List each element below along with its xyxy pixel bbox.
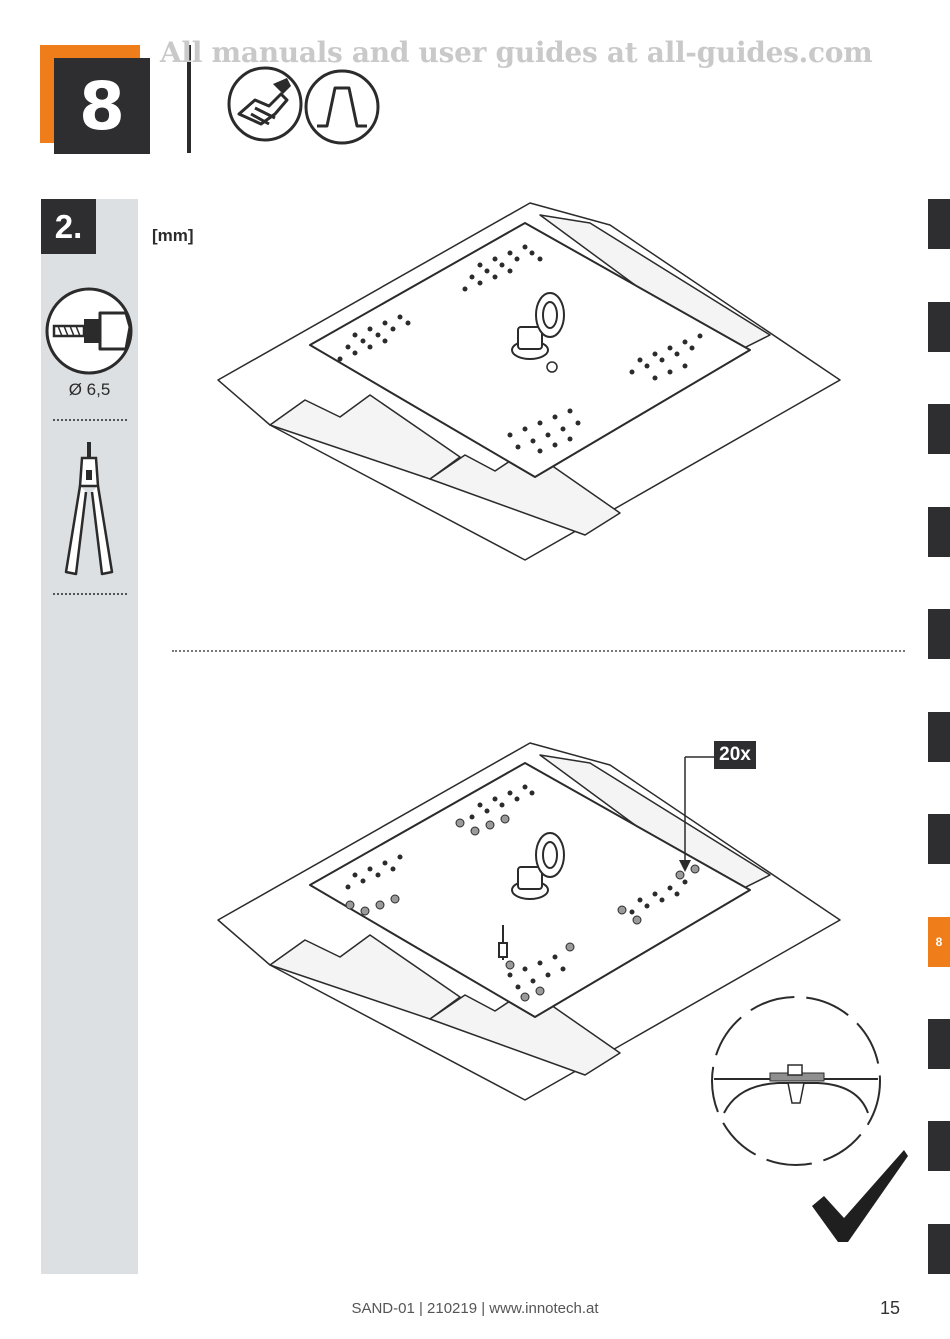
footer-doc-info: SAND-01 | 210219 | www.innotech.at [351,1300,599,1317]
quantity-label: 20x [714,741,756,769]
side-tab-active: 8 [928,917,950,967]
section-separator [172,650,905,652]
watermark: All manuals and user guides at all-guide… [160,36,873,69]
drill-diameter: Ø 6,5 [68,380,111,399]
detail-view [711,996,881,1166]
rivet-insert [498,925,508,960]
side-tab [928,712,950,762]
trapezoid-profile-icon [304,69,380,145]
side-tab [928,609,950,659]
side-tab [928,1019,950,1069]
plate-illustration-bottom [217,742,841,1101]
unit-label: [mm] [152,226,194,245]
header-icons [227,66,380,145]
side-tab [928,404,950,454]
side-tab [928,507,950,557]
page-number: 15 [880,1298,901,1318]
sidebar-divider [53,419,127,421]
drill-icon [45,287,133,375]
eye-bolt [511,292,565,360]
side-tab [928,1224,950,1274]
sidebar [41,199,138,1274]
rivet-pliers-icon [64,442,114,576]
eye-bolt [511,832,565,900]
side-tab [928,1121,950,1171]
sidebar-divider [53,593,127,595]
plate-illustration-top [217,202,841,561]
side-tab [928,302,950,352]
side-tab [928,199,950,249]
header-divider [187,45,191,153]
step-number: 8 [54,58,150,154]
checkmark-icon [812,1150,908,1242]
substep-number: 2. [41,199,96,254]
hand-wrench-icon [227,66,303,142]
side-tab [928,814,950,864]
